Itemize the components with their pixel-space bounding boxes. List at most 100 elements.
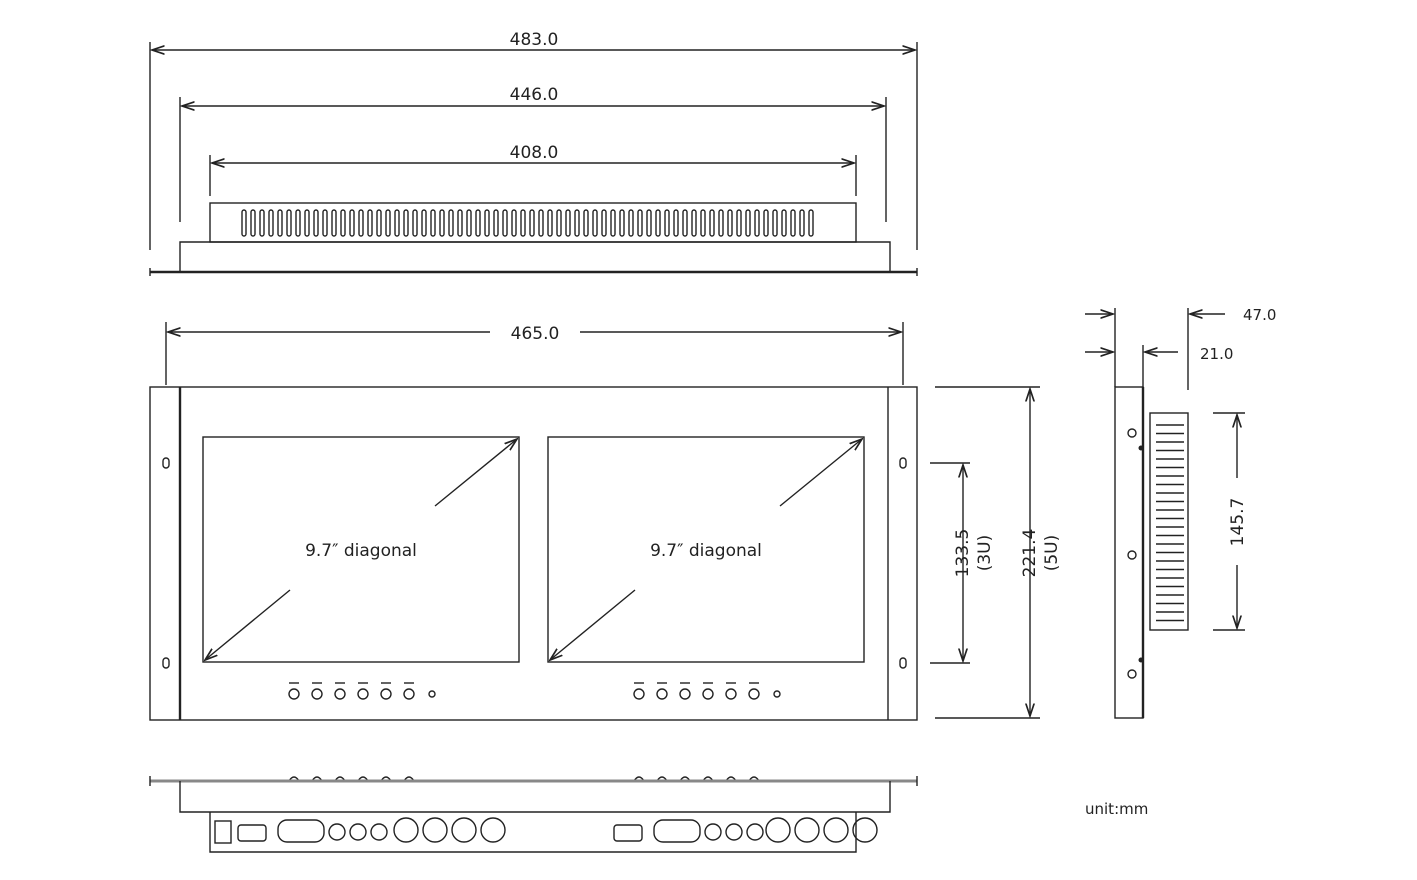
screw <box>1138 657 1144 663</box>
vga-connector <box>653 819 701 843</box>
vent-slot <box>637 209 643 237</box>
vent-slot <box>268 209 274 237</box>
screw <box>1138 445 1144 451</box>
dim-overall-width: 483.0 <box>510 30 559 50</box>
vent-slot <box>520 209 526 237</box>
vent-slot <box>331 209 337 237</box>
vga-connector <box>277 819 325 843</box>
vent-slots <box>241 209 814 237</box>
vent-slot <box>340 209 346 237</box>
vent-slot <box>538 209 544 237</box>
vent-slot <box>475 209 481 237</box>
front-panel <box>149 386 918 721</box>
vent-slot <box>646 209 652 237</box>
unit-label: unit:mm <box>1085 800 1148 818</box>
power-indicator <box>428 690 436 698</box>
vent-slot <box>781 209 787 237</box>
vent-slot <box>790 209 796 237</box>
bnc-connector <box>765 817 791 843</box>
vent-slot <box>358 209 364 237</box>
dim-hole-spacing: 133.5 <box>953 529 973 578</box>
vent-slot <box>592 209 598 237</box>
dim-panel-height-rack: (5U) <box>1042 535 1062 572</box>
vent-slot <box>421 209 427 237</box>
front-view: 465.0 9.7″ diagonal 9.7″ diagonal 133.5 … <box>149 322 1062 721</box>
vent-slot <box>394 209 400 237</box>
vent-slot <box>439 209 445 237</box>
vent-slot <box>583 209 589 237</box>
vent-slot <box>754 209 760 237</box>
dim-panel-height: 221.4 <box>1020 529 1040 578</box>
bnc-connector <box>480 817 506 843</box>
control-button <box>633 688 645 700</box>
vent-slot <box>808 209 814 237</box>
dim-body-width: 408.0 <box>510 143 559 163</box>
screen-diagonal-label: 9.7″ diagonal <box>305 541 417 561</box>
control-button <box>403 688 415 700</box>
vent-slot <box>376 209 382 237</box>
power-indicator <box>773 690 781 698</box>
dim-heatsink-height: 145.7 <box>1228 498 1248 547</box>
vent-slot <box>772 209 778 237</box>
vent-slot <box>277 209 283 237</box>
vent-slot <box>565 209 571 237</box>
mount-hole <box>162 657 170 669</box>
screw <box>1127 550 1137 560</box>
mount-hole <box>899 657 907 669</box>
control-button <box>679 688 691 700</box>
vent-slot <box>673 209 679 237</box>
bnc-connector <box>451 817 477 843</box>
audio-connector <box>746 823 764 841</box>
vent-slot <box>601 209 607 237</box>
vent-slot <box>664 209 670 237</box>
hdmi-connector <box>237 824 267 842</box>
vent-slot <box>448 209 454 237</box>
front-panel-bottom <box>179 781 891 813</box>
vent-slot <box>619 209 625 237</box>
vent-slot <box>304 209 310 237</box>
control-button <box>725 688 737 700</box>
rear-panel <box>209 812 857 853</box>
vent-slot <box>511 209 517 237</box>
bnc-connector <box>794 817 820 843</box>
vent-slot <box>799 209 805 237</box>
control-button <box>656 688 668 700</box>
audio-connector <box>349 823 367 841</box>
vent-slot <box>349 209 355 237</box>
vent-slot <box>493 209 499 237</box>
vent-slot <box>628 209 634 237</box>
mount-hole <box>899 457 907 469</box>
flange-ends <box>149 268 918 276</box>
screw <box>1127 669 1137 679</box>
audio-connector <box>725 823 743 841</box>
screen-left: 9.7″ diagonal <box>202 436 520 663</box>
bottom-view <box>149 776 918 853</box>
bnc-connector <box>422 817 448 843</box>
dim-flange-width: 446.0 <box>510 85 559 105</box>
vent-slot <box>430 209 436 237</box>
vent-slot <box>691 209 697 237</box>
heatsink <box>1149 412 1189 631</box>
vent-slot <box>403 209 409 237</box>
vent-slot <box>457 209 463 237</box>
vent-slot <box>763 209 769 237</box>
control-button <box>357 688 369 700</box>
vent-slot <box>547 209 553 237</box>
audio-connector <box>704 823 722 841</box>
vent-slot <box>556 209 562 237</box>
vent-slot <box>727 209 733 237</box>
hdmi-connector <box>613 824 643 842</box>
bnc-connector <box>393 817 419 843</box>
screen-right: 9.7″ diagonal <box>547 436 865 663</box>
bnc-connector <box>823 817 849 843</box>
side-view: 47.0 21.0 145.7 <box>1085 306 1276 719</box>
power-connector <box>214 820 232 844</box>
vent-slot <box>529 209 535 237</box>
vent-slot <box>502 209 508 237</box>
vent-slot <box>484 209 490 237</box>
vent-slot <box>385 209 391 237</box>
screen-diagonal-label: 9.7″ diagonal <box>650 541 762 561</box>
vent-slot <box>718 209 724 237</box>
vent-slot <box>412 209 418 237</box>
